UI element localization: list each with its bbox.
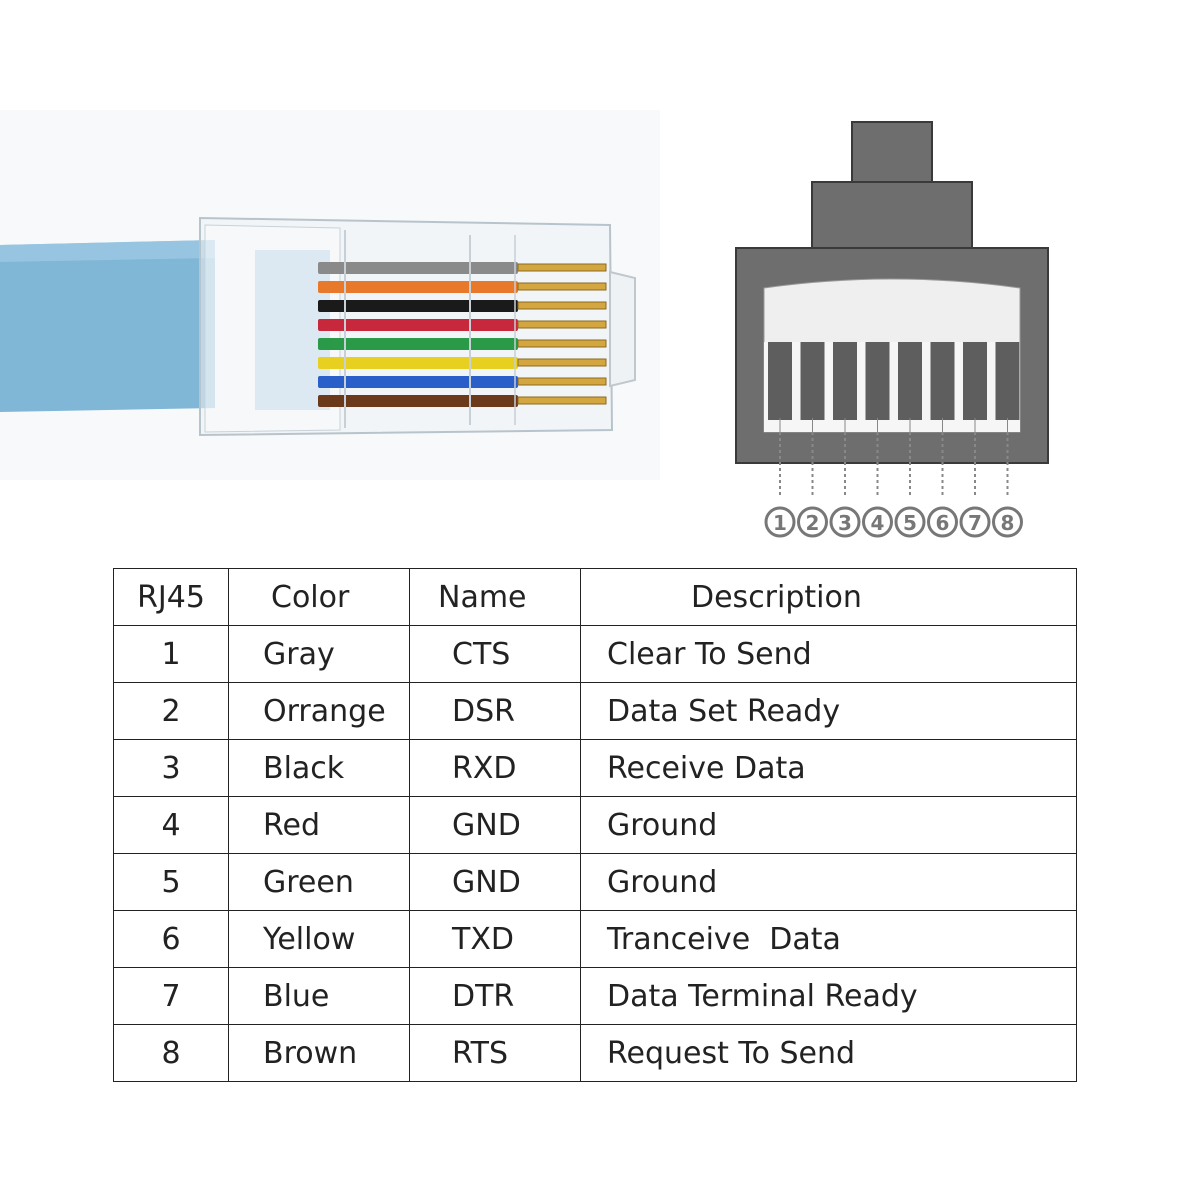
header-name: Name [409, 568, 581, 626]
rj45-cable-photo [0, 110, 660, 480]
cell-description: Ground [580, 796, 1077, 854]
pin-bar [930, 342, 955, 420]
pin-bar [768, 342, 792, 420]
wire-1 [318, 262, 518, 274]
table-row: 8 Brown RTS Request To Send [113, 1024, 1077, 1082]
table-row: 1 Gray CTS Clear To Send [113, 625, 1077, 683]
wire-6 [318, 357, 518, 369]
cell-color: Brown [228, 1024, 410, 1082]
table-row: 7 Blue DTR Data Terminal Ready [113, 967, 1077, 1025]
cell-color: Orrange [228, 682, 410, 740]
pin-leads [779, 418, 1009, 496]
cell-name: DTR [409, 967, 581, 1025]
pin-number-circle [829, 506, 861, 538]
connector-top-tab [851, 121, 933, 185]
cell-color: Blue [228, 967, 410, 1025]
cell-color: Red [228, 796, 410, 854]
cell-color: Black [228, 739, 410, 797]
pin-number-label: 3 [838, 511, 852, 535]
gold-contacts [517, 263, 607, 405]
pin-bar [963, 342, 987, 420]
wire-2 [318, 281, 518, 293]
pin-number-circle [797, 506, 828, 538]
gold-contact [517, 320, 607, 329]
cell-pin: 8 [113, 1024, 229, 1082]
cell-color: Yellow [228, 910, 410, 968]
pin-bar [898, 342, 922, 420]
pin-number-circle [862, 506, 893, 538]
header-rj45: RJ45 [113, 568, 229, 626]
pin-number-label: 2 [806, 511, 820, 535]
pin-bar [865, 342, 890, 420]
pinout-table: RJ45 Color Name Description 1 Gray CTS C… [113, 568, 1077, 1082]
pin-number-circle [959, 506, 991, 538]
flat-cable [0, 240, 215, 412]
pin-number-label: 8 [1001, 511, 1015, 535]
cell-name: GND [409, 853, 581, 911]
header-description: Description [580, 568, 1077, 626]
cell-color: Gray [228, 625, 410, 683]
gold-contact [517, 396, 607, 405]
cell-description: Request To Send [580, 1024, 1077, 1082]
gold-contact [517, 282, 607, 291]
connector-shoulder [811, 181, 973, 253]
cell-pin: 3 [113, 739, 229, 797]
gold-contact [517, 263, 607, 272]
cell-name: RTS [409, 1024, 581, 1082]
cell-pin: 2 [113, 682, 229, 740]
pin-bar [995, 342, 1020, 420]
cell-description: Tranceive Data [580, 910, 1077, 968]
pin-number-label: 6 [936, 511, 950, 535]
gold-contact [517, 339, 607, 348]
wire-5 [318, 338, 518, 350]
pin-number-label: 1 [773, 511, 787, 535]
cell-name: RXD [409, 739, 581, 797]
cell-name: TXD [409, 910, 581, 968]
pin-number-circle [764, 506, 796, 538]
cell-pin: 6 [113, 910, 229, 968]
cell-description: Data Terminal Ready [580, 967, 1077, 1025]
pin-number-circle [927, 506, 958, 538]
cell-description: Receive Data [580, 739, 1077, 797]
table-row: 2 Orrange DSR Data Set Ready [113, 682, 1077, 740]
cell-name: DSR [409, 682, 581, 740]
cell-description: Clear To Send [580, 625, 1077, 683]
cell-name: CTS [409, 625, 581, 683]
table-row: 5 Green GND Ground [113, 853, 1077, 911]
pin-number-circle [894, 506, 926, 538]
cell-name: GND [409, 796, 581, 854]
cell-pin: 5 [113, 853, 229, 911]
gold-contact [517, 358, 607, 367]
pin-number-circle [992, 506, 1023, 538]
pin-contacts [768, 342, 1020, 420]
wire-8 [318, 395, 518, 407]
pin-number-label: 7 [968, 511, 982, 535]
table-row: 3 Black RXD Receive Data [113, 739, 1077, 797]
table-row: 6 Yellow TXD Tranceive Data [113, 910, 1077, 968]
cell-description: Data Set Ready [580, 682, 1077, 740]
cell-color: Green [228, 853, 410, 911]
header-color: Color [228, 568, 410, 626]
wire-7 [318, 376, 518, 388]
gold-contact [517, 377, 607, 386]
cell-pin: 4 [113, 796, 229, 854]
wire-4 [318, 319, 518, 331]
pin-number-label: 5 [903, 511, 917, 535]
cell-pin: 1 [113, 625, 229, 683]
cell-description: Ground [580, 853, 1077, 911]
table-header-row: RJ45 Color Name Description [113, 568, 1077, 626]
pin-bar [800, 342, 825, 420]
wire-3 [318, 300, 518, 312]
cell-pin: 7 [113, 967, 229, 1025]
gold-contact [517, 301, 607, 310]
colored-wires [318, 262, 518, 407]
pin-bar [833, 342, 857, 420]
pin-number-label: 4 [871, 511, 885, 535]
table-row: 4 Red GND Ground [113, 796, 1077, 854]
